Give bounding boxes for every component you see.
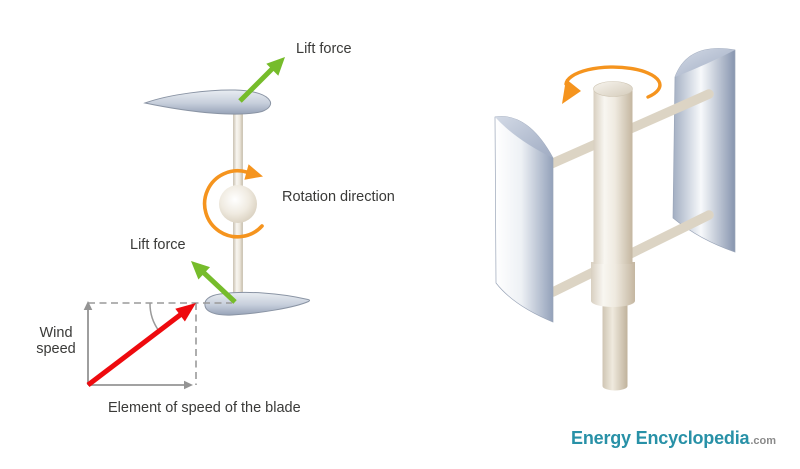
label-rotation-direction: Rotation direction — [282, 189, 395, 205]
mast-top-cap — [593, 81, 633, 97]
mast-lower-pole — [602, 300, 628, 391]
label-lift-force-top: Lift force — [296, 41, 352, 57]
right-arrow-head-icon — [184, 380, 193, 390]
lift-arrow-head-icon — [191, 261, 210, 280]
up-arrow-head-icon — [83, 301, 93, 310]
blade-speed-axis — [88, 380, 193, 390]
blade-top-face — [495, 116, 553, 158]
logo-tld-text: .com — [750, 435, 776, 447]
blade-top-face — [675, 48, 735, 77]
blade-cross-section-diagram — [83, 57, 311, 390]
lift-force-arrow-top — [238, 57, 285, 103]
rotor-hub — [219, 185, 257, 223]
lift-force-arrow-bottom — [191, 261, 237, 304]
rotation-arrow-3d — [562, 65, 662, 104]
mast-body — [593, 88, 633, 264]
mast-collar — [591, 262, 635, 307]
wind-speed-arrow — [86, 303, 196, 387]
wind-speed-axis — [83, 301, 93, 385]
angle-of-attack-arc — [149, 302, 160, 332]
airfoil-top — [143, 89, 272, 115]
logo-brand-text: Energy Encyclopedia — [571, 428, 750, 448]
vawt-3d-illustration — [494, 48, 736, 391]
label-wind-speed: Wind speed — [36, 325, 76, 357]
rotation-arrow-head-icon — [244, 164, 263, 180]
turbine-mast — [591, 81, 635, 391]
label-element-of-speed: Element of speed of the blade — [108, 400, 301, 416]
red-arrow-head-icon — [175, 303, 196, 322]
rotation-arrow-arc — [202, 168, 264, 239]
turbine-blade-left — [494, 116, 554, 323]
lift-arrow-head-icon — [266, 57, 285, 76]
label-lift-force-bottom: Lift force — [130, 237, 186, 253]
energy-encyclopedia-logo: Energy Encyclopedia.com — [571, 428, 776, 449]
rotation-arrow-head-icon — [562, 79, 581, 104]
